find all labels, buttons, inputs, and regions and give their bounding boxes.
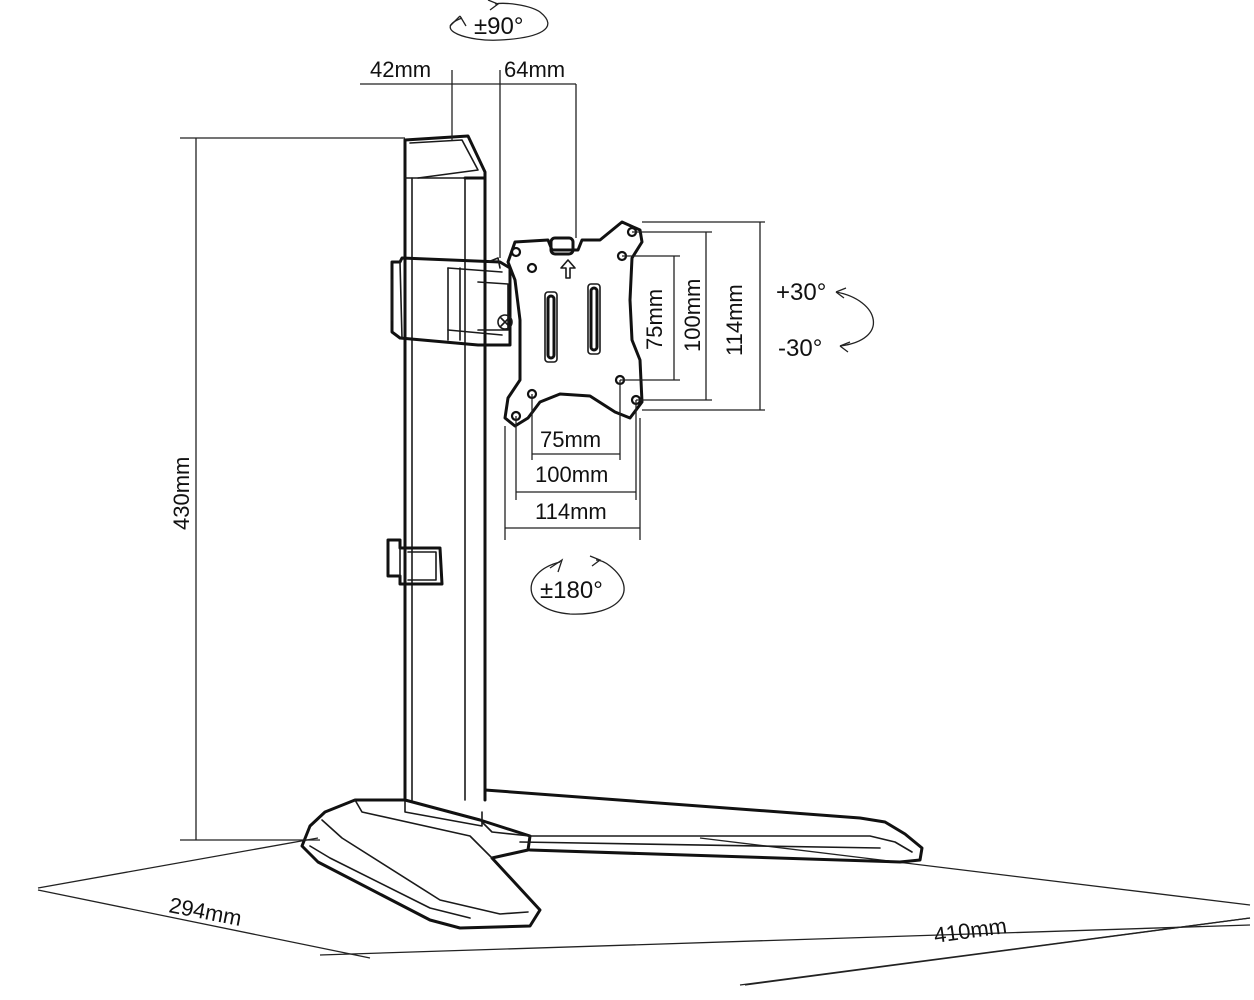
depth-dimension: 294mm	[37, 889, 371, 959]
height-label: 430mm	[169, 457, 194, 530]
depth-label: 294mm	[167, 892, 244, 931]
cable-clip	[386, 538, 444, 586]
tilt-up-label: +30°	[776, 279, 826, 306]
vesa-vertical-dimensions: 75mm 100mm 114mm	[620, 221, 765, 411]
height-clamp	[390, 256, 513, 347]
tilt-indicator: +30° -30°	[776, 279, 874, 362]
height-dimension: 430mm	[169, 137, 405, 841]
tilt-down-label: -30°	[778, 335, 822, 362]
rotate-label: ±180°	[540, 577, 603, 604]
arm-offset-label: 64mm	[504, 57, 565, 82]
vesa-horizontal-dimensions: 75mm 100mm 114mm	[504, 380, 641, 540]
vesa-v-114-label: 114mm	[722, 284, 747, 356]
stand-pole	[403, 134, 487, 802]
vesa-v-100-label: 100mm	[680, 279, 705, 352]
swivel-label: ±90°	[474, 13, 523, 40]
vesa-h-100-label: 100mm	[535, 462, 608, 487]
rotate-indicator: ±180°	[530, 555, 625, 615]
vesa-h-114-label: 114mm	[535, 499, 607, 524]
swivel-indicator: ±90°	[449, 0, 549, 41]
width-label: 410mm	[932, 913, 1008, 948]
vesa-v-75-label: 75mm	[642, 289, 667, 350]
vesa-plate	[503, 220, 644, 428]
stand-base	[300, 788, 924, 930]
vesa-h-75-label: 75mm	[540, 427, 601, 452]
pole-depth-label: 42mm	[370, 57, 431, 82]
top-dimensions: 42mm 64mm	[360, 57, 577, 258]
width-dimension: 410mm	[739, 913, 1251, 986]
